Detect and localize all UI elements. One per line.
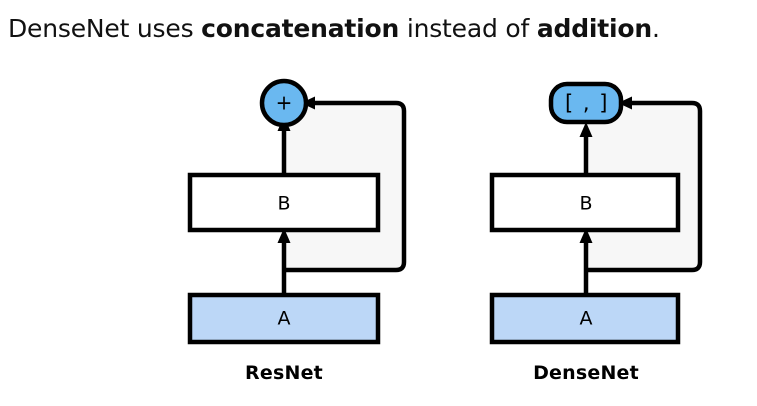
edge-a-to-b-arrowhead [579,228,593,243]
title-emphasis-concatenation: concatenation [201,14,400,43]
block-b[interactable] [489,172,681,233]
edge-a-to-b-arrowhead [277,228,291,243]
block-a[interactable] [489,292,681,345]
skip-connection-path [586,100,703,273]
block-b[interactable] [187,172,381,233]
block-b-label: B [277,193,290,215]
block-a[interactable] [187,292,381,345]
page-title: DenseNet uses concatenation instead of a… [8,9,749,49]
caption-resnet: ResNet [245,362,323,384]
concat-node-label: [ , ] [565,91,609,115]
skip-connection-arrowhead [618,96,632,110]
diagram-resnet: B A + ResNet [104,52,464,406]
merge-node-plus[interactable] [259,78,309,128]
diagram-area: B A + ResNet B [0,52,757,406]
block-a-label: A [278,308,291,330]
edge-b-to-concat-arrowhead [579,122,593,137]
concat-node[interactable] [548,81,624,125]
caption-densenet: DenseNet [533,362,639,384]
block-b-label: B [579,193,592,215]
title-text-part1: DenseNet uses [8,14,202,43]
block-a-label: A [580,308,593,330]
title-emphasis-addition: addition [536,14,652,43]
title-text-part2: instead of [399,14,537,43]
merge-node-plus-label: + [276,91,293,115]
skip-connection-path [284,100,407,273]
diagram-densenet: B A [ , ] DenseNet [406,52,757,406]
title-text-part3: . [651,14,660,43]
